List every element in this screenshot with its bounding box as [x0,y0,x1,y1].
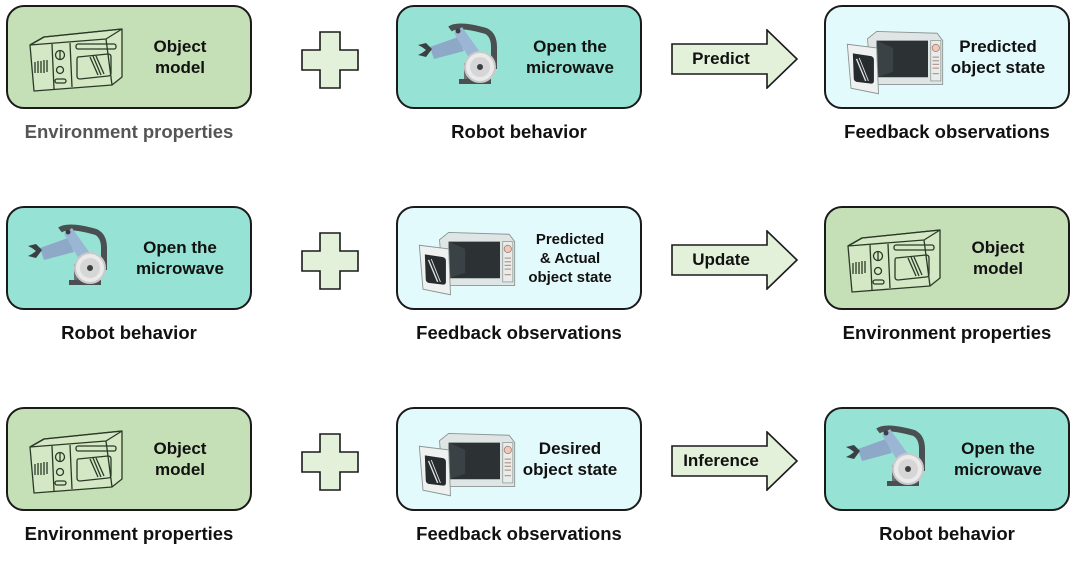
feedback-box-label: Predicted object state [950,37,1046,77]
microwave-open-icon [412,419,522,501]
feedback-caption: Feedback observations [416,322,622,343]
feedback-caption: Feedback observations [416,523,622,544]
environment-caption: Environment properties [24,523,234,544]
arrow-label: Update [692,250,750,269]
robot-box-label: Open the microwave [526,37,614,77]
robot-box-label: Open the microwave [136,238,224,278]
feedback-box-label: Predicted & Actual object state [528,230,612,286]
robot-arm-icon [22,218,132,300]
environment-box-label: Object model [153,439,207,479]
plus-icon [301,31,359,89]
microwave-closed-icon [22,17,132,99]
right-arrow-icon [671,431,799,491]
microwave-open-icon [412,218,522,300]
robot-box: Open the microwave [6,206,252,310]
environment-box-label: Object model [971,238,1025,278]
arrow-label: Predict [692,49,750,68]
feedback-caption: Feedback observations [844,121,1050,142]
environment-box: Object model [6,407,252,511]
microwave-closed-icon [22,419,132,501]
robot-caption: Robot behavior [61,322,197,343]
environment-box: Object model [824,206,1070,310]
robot-caption: Robot behavior [879,523,1015,544]
microwave-closed-icon [840,218,950,300]
plus-icon [301,433,359,491]
environment-box: Object model [6,5,252,109]
plus-icon [301,232,359,290]
robot-arm-icon [412,17,522,99]
right-arrow-icon [671,230,799,290]
environment-caption: Environment properties [24,121,234,142]
robot-box: Open the microwave [396,5,642,109]
feedback-box: Predicted & Actual object state [396,206,642,310]
arrow-predict: Predict [671,29,799,89]
robot-box: Open the microwave [824,407,1070,511]
microwave-open-icon [840,17,950,99]
arrow-label: Inference [683,451,759,470]
arrow-inference: Inference [671,431,799,491]
feedback-box: Desired object state [396,407,642,511]
feedback-box: Predicted object state [824,5,1070,109]
robot-box-label: Open the microwave [954,439,1042,479]
environment-box-label: Object model [153,37,207,77]
arrow-update: Update [671,230,799,290]
right-arrow-icon [671,29,799,89]
feedback-box-label: Desired object state [522,439,618,479]
robot-arm-icon [840,419,950,501]
robot-caption: Robot behavior [451,121,587,142]
environment-caption: Environment properties [842,322,1052,343]
